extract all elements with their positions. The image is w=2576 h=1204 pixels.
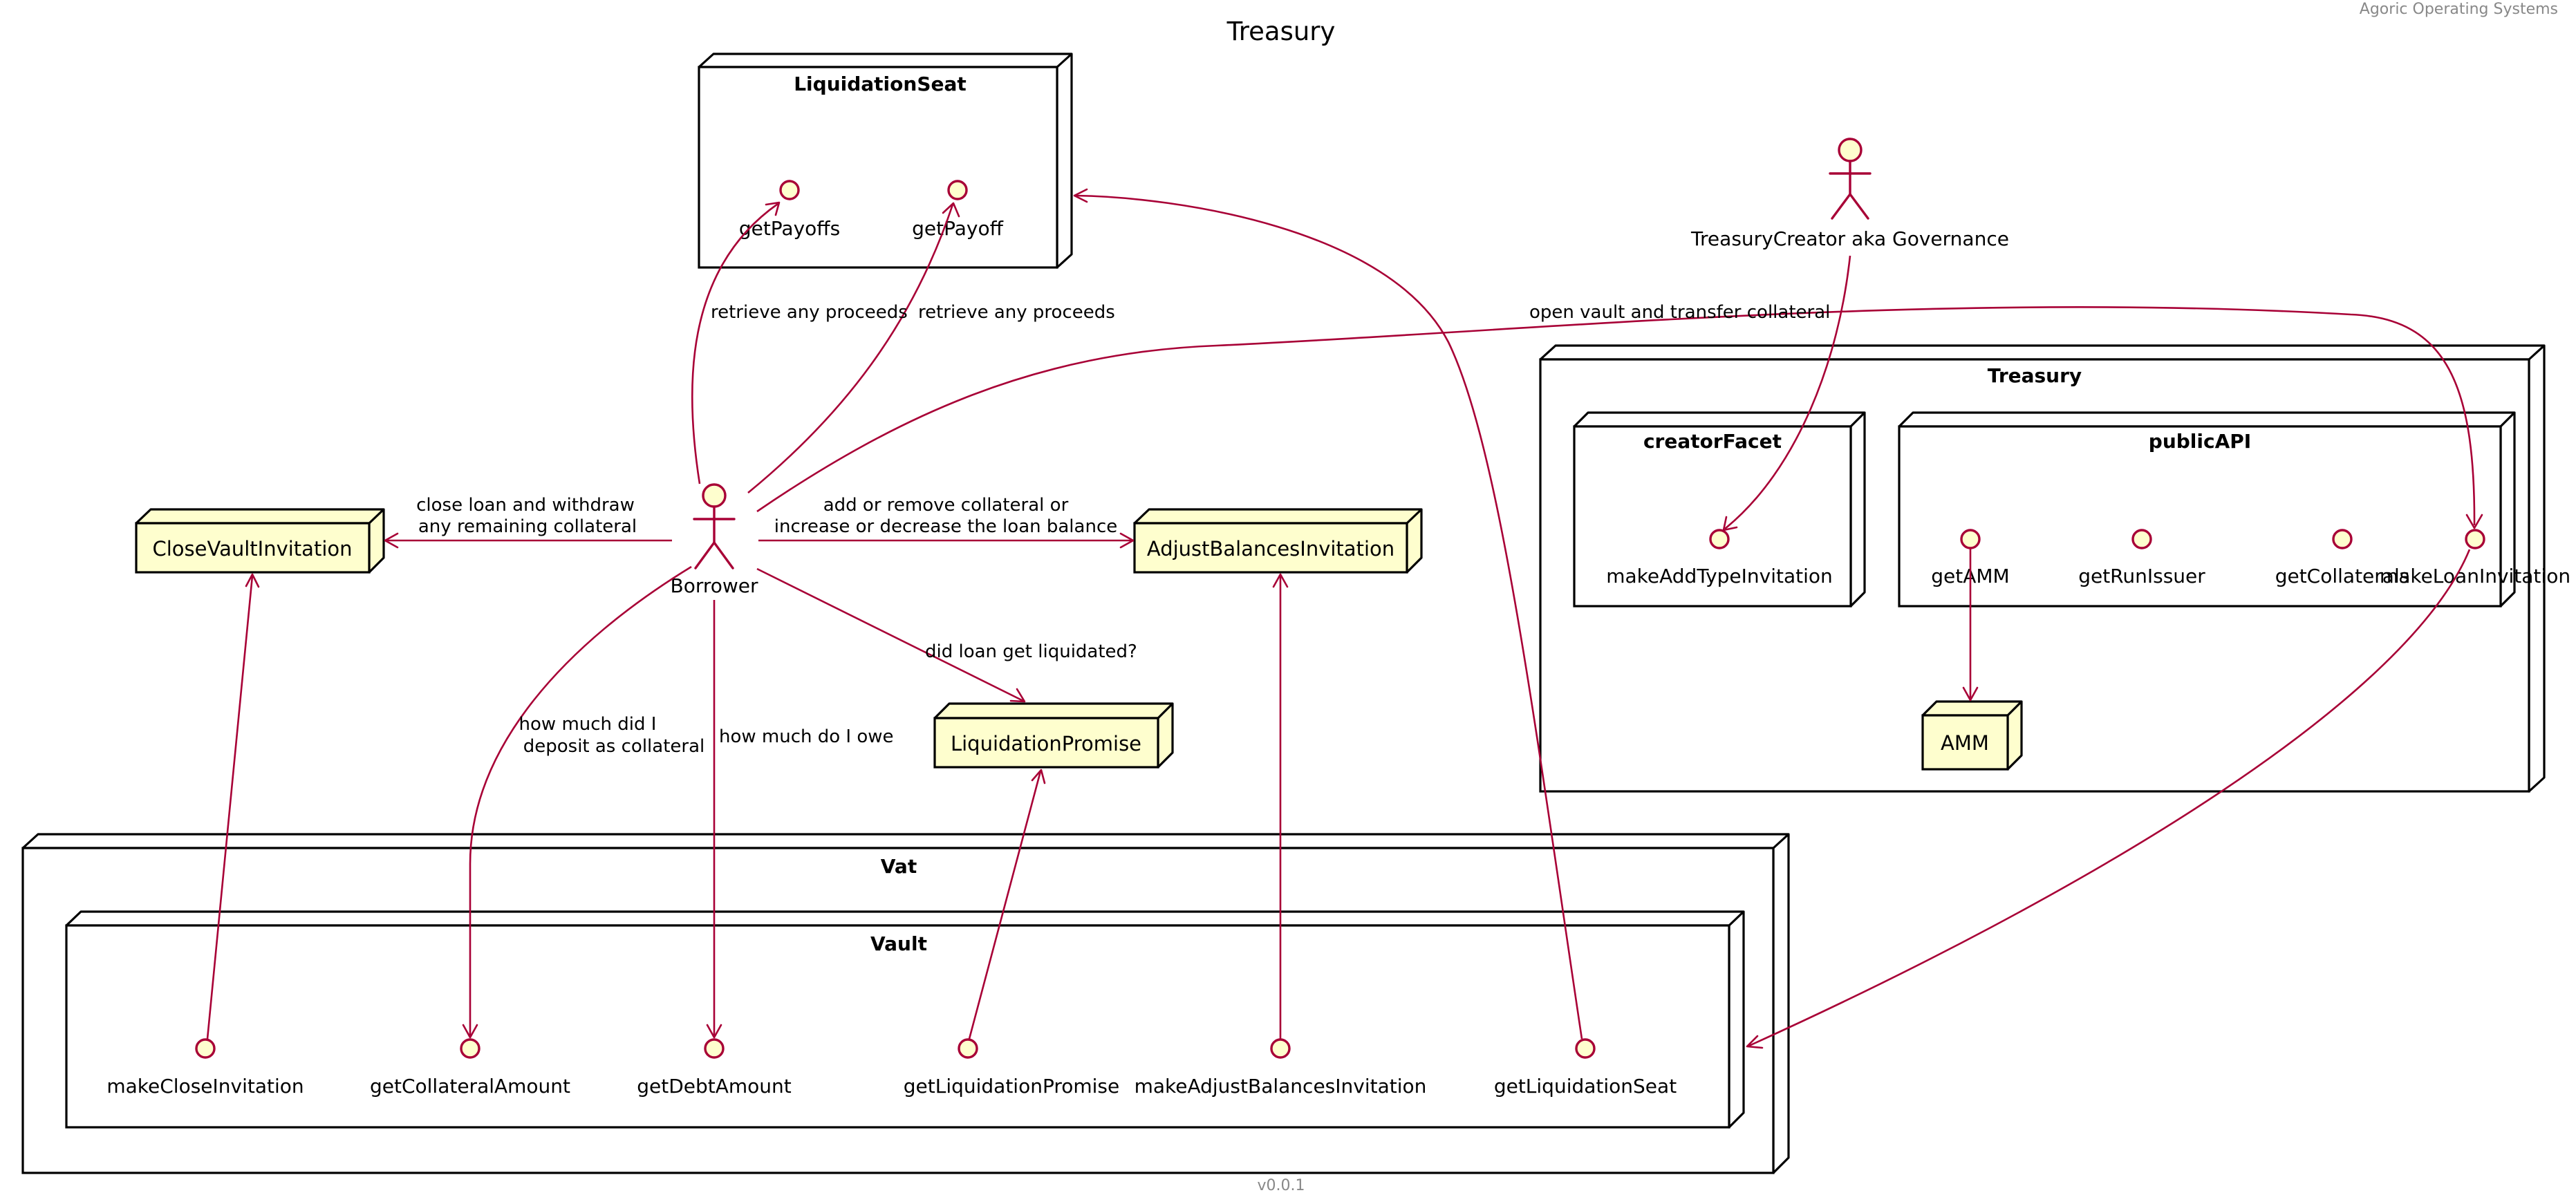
get-collateral-amount-label: getCollateralAmount xyxy=(370,1075,570,1098)
creator-facet-title: creatorFacet xyxy=(1643,430,1782,453)
get-liquidation-seat-interface xyxy=(1575,1038,1596,1059)
get-liquidation-seat-label: getLiquidationSeat xyxy=(1494,1075,1677,1098)
diagram-title: Treasury xyxy=(1226,17,1336,46)
edge-label-open-vault: open vault and transfer collateral xyxy=(1529,302,1830,323)
make-loan-invitation-interface xyxy=(2465,529,2485,549)
vault-title: Vault xyxy=(870,932,927,955)
adjust-balances-invitation-label: AdjustBalancesInvitation xyxy=(1147,537,1394,561)
make-adjust-balances-invitation-interface xyxy=(1270,1038,1291,1059)
get-liquidation-promise-label: getLiquidationPromise xyxy=(904,1075,1120,1098)
diagram-footer: v0.0.1 xyxy=(1258,1177,1305,1194)
edge-label-owe: how much do I owe xyxy=(719,726,894,747)
treasury-title: Treasury xyxy=(1988,364,2082,387)
edge-label-adjust-2: increase or decrease the loan balance xyxy=(774,516,1117,537)
edge-get-amm xyxy=(1962,548,1979,702)
edge-label-deposit-1: how much did I xyxy=(519,714,657,735)
edge-label-deposit-2: deposit as collateral xyxy=(523,736,705,757)
edge-label-liquidated: did loan get liquidated? xyxy=(925,641,1137,662)
close-vault-invitation-label: CloseVaultInvitation xyxy=(152,537,352,561)
edge-borrower-get-payoff xyxy=(747,202,960,494)
get-payoffs-label: getPayoffs xyxy=(739,217,840,240)
make-close-invitation-interface xyxy=(195,1038,216,1059)
amm-component: AMM xyxy=(1921,700,2023,771)
get-debt-amount-interface xyxy=(704,1038,725,1059)
edge-make-adjust xyxy=(1272,573,1289,1039)
borrower-label: Borrower xyxy=(670,574,758,597)
make-loan-invitation-label: makeLoanInvitation xyxy=(2380,565,2570,587)
creator-facet-node: creatorFacet makeAddTypeInvitation xyxy=(1573,411,1866,608)
treasury-creator-actor: TreasuryCreator aka Governance xyxy=(1690,138,2009,250)
get-payoffs-interface xyxy=(779,180,800,200)
get-amm-interface xyxy=(1960,529,1981,549)
edge-liquidation-seat xyxy=(1073,188,1583,1040)
make-close-invitation-label: makeCloseInvitation xyxy=(106,1075,304,1098)
get-payoff-interface xyxy=(947,180,968,200)
adjust-balances-invitation-component: AdjustBalancesInvitation xyxy=(1133,508,1423,574)
edge-label-retrieve-2: retrieve any proceeds xyxy=(918,302,1115,323)
public-api-title: publicAPI xyxy=(2149,430,2251,453)
edge-creator-make-add-type xyxy=(1722,255,1851,532)
get-liquidation-promise-interface xyxy=(958,1038,978,1059)
vat-title: Vat xyxy=(881,855,917,878)
get-run-issuer-label: getRunIssuer xyxy=(2078,565,2205,587)
treasury-creator-label: TreasuryCreator aka Governance xyxy=(1690,227,2009,250)
get-payoff-label: getPayoff xyxy=(912,217,1003,240)
get-collaterals-label: getCollaterals xyxy=(2275,565,2410,587)
edge-borrower-get-payoffs xyxy=(691,201,781,485)
edge-make-loan-vault xyxy=(1746,549,2471,1049)
edge-label-adjust-1: add or remove collateral or xyxy=(823,495,1069,516)
vault-node: Vault makeCloseInvitation getCollateralA… xyxy=(65,910,1745,1129)
edge-label-close-loan-1: close loan and withdraw xyxy=(416,495,635,516)
get-collaterals-interface xyxy=(2332,529,2353,549)
close-vault-invitation-component: CloseVaultInvitation xyxy=(135,508,385,574)
get-run-issuer-interface xyxy=(2131,529,2152,549)
liquidation-seat-title: LiquidationSeat xyxy=(794,73,967,95)
liquidation-seat-node: LiquidationSeat getPayoffs getPayoff xyxy=(698,53,1073,269)
get-debt-amount-label: getDebtAmount xyxy=(637,1075,792,1098)
borrower-actor: Borrower xyxy=(670,483,758,597)
edge-make-close xyxy=(206,573,260,1040)
public-api-node: publicAPI getAMM getRunIssuer getCollate… xyxy=(1898,411,2570,608)
edge-label-close-loan-2: any remaining collateral xyxy=(418,516,637,537)
liquidation-promise-label: LiquidationPromise xyxy=(951,732,1141,755)
liquidation-promise-component: LiquidationPromise xyxy=(933,702,1174,769)
edge-label-retrieve-1: retrieve any proceeds xyxy=(711,302,908,323)
edge-borrower-make-loan xyxy=(756,305,2483,529)
diagram-header: Agoric Operating Systems xyxy=(2360,1,2558,18)
make-adjust-balances-invitation-label: makeAdjustBalancesInvitation xyxy=(1135,1075,1427,1098)
get-collateral-amount-interface xyxy=(460,1038,480,1059)
edge-borrower-get-debt xyxy=(706,600,722,1039)
edge-borrower-get-collateral xyxy=(462,565,692,1039)
amm-label: AMM xyxy=(1941,731,1989,755)
edge-borrower-adjust xyxy=(758,532,1135,549)
edge-get-liquidation-promise xyxy=(968,769,1046,1040)
make-add-type-invitation-label: makeAddTypeInvitation xyxy=(1606,565,1833,587)
edge-borrower-close-vault xyxy=(384,532,672,549)
edge-borrower-liquidation-promise xyxy=(756,567,1026,703)
make-add-type-invitation-interface xyxy=(1709,529,1730,549)
